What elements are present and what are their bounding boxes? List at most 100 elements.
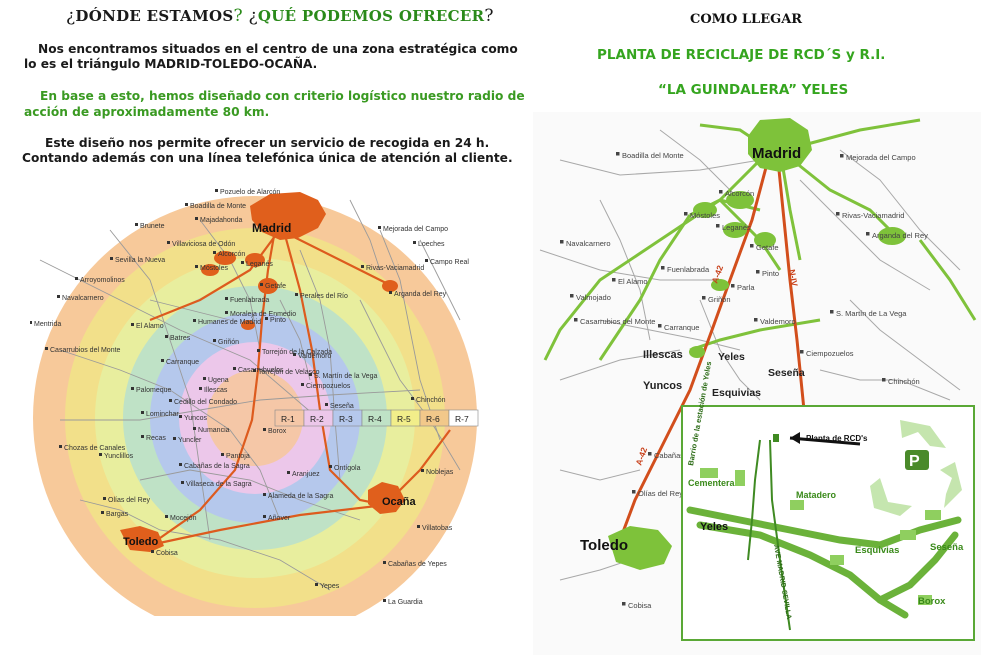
town-marker-alcorcon [719,190,723,194]
ring-1 [207,370,303,466]
town-marker-villatobas [417,525,420,528]
town-marker-cobisa [622,602,626,606]
right-heading: COMO LLEGAR [690,12,803,27]
town-marker-batres [165,335,168,338]
town-label-ugena: Ugena [208,377,229,384]
town-label-villaseca-de-la-sagra: Villaseca de la Sagra [186,481,252,488]
madrid-label: Madrid [252,221,291,235]
town-marker-carranque [658,324,662,328]
town-marker-pantoja [221,453,224,456]
heading-offer: QUÉ PODEMOS OFRECER [257,7,485,25]
town-marker-bargas [101,511,104,514]
town-marker-alcorcon [213,251,216,254]
yeles-label: Yeles [718,351,745,363]
town-label-leganes: Leganés [722,223,751,232]
town-marker-grinon [702,296,706,300]
para2-line1: En base a esto, hemos diseñado con crite… [40,89,525,103]
town-marker-moraleja-de-enmedio [225,311,228,314]
town-marker-yuncos [179,415,182,418]
town-label-moraleja-de-enmedio: Moraleja de Enmedio [230,311,296,318]
town-label-noblejas: Noblejas [426,469,454,476]
town-marker-chinchon [411,397,414,400]
ring-scale-label-7: R-7 [455,414,469,424]
town-label-recas: Recas [146,435,166,442]
town-label-boadilla-de-monte: Boadilla de Monte [190,203,246,210]
town-marker-cabanas-de-yepes [383,561,386,564]
town-marker-pinto [756,270,760,274]
town-label-pantoja: Pantoja [226,453,250,460]
town-marker-recas [141,435,144,438]
town-marker-olias-del-rey [103,497,106,500]
town-marker-numancia [193,427,196,430]
town-marker-illescas [199,387,202,390]
town-label-el-alamo: El Alamo [618,277,648,286]
town-label-loeches: Loeches [418,241,445,248]
town-label-cobisa: Cobisa [628,601,652,610]
heading-where: DÓNDE ESTAMOS [75,7,234,25]
town-label-sevilla-la-nueva: Sevilla la Nueva [115,257,165,264]
town-label-torrejon-de-la-calzada: Torrejón de la Calzada [262,349,332,356]
town-marker-yuncler [173,437,176,440]
q-open-1: ¿ [66,6,76,26]
town-marker-mostoles [684,212,688,216]
ring-scale-label-2: R-2 [310,414,324,424]
toledo-area [120,526,164,552]
town-label-humanes-de-madrid: Humanes de Madrid [198,319,261,326]
illescas-label: Illescas [643,349,683,361]
town-label-mejorada-del-campo: Mejorada del Campo [846,153,916,162]
ring-scale-label-4: R-4 [368,414,382,424]
town-label-olias-del-rey: Olías del Rey [108,497,151,504]
town-marker-valdemoro [293,353,296,356]
town-label-pinto: Pinto [762,269,779,278]
esquivias-label: Esquivias [712,387,761,399]
town-label-anover: Añover [268,515,291,522]
town-marker-chozas-de-canales [59,445,62,448]
town-marker-cabanas [648,452,652,456]
town-label-pinto: Pinto [270,317,286,324]
town-marker-fuenlabrada [225,297,228,300]
town-marker-mostoles [195,265,198,268]
town-label-s-martin-de-la-vega: S. Martín de La Vega [836,309,907,318]
town-label-ontigola: Ontígola [334,465,361,472]
town-marker-la-guardia [383,599,386,602]
ring-scale-label-1: R-1 [281,414,295,424]
town-label-cobisa: Cobisa [156,550,178,557]
ring-scale-label-6: R-6 [426,414,440,424]
town-label-boadilla-del-monte: Boadilla del Monte [622,151,684,160]
town-label-lominchar: Lominchar [146,411,179,418]
town-label-borox: Borox [268,428,287,435]
inset-map: P Barrio de la estación de Yeles Planta … [681,361,975,641]
q-close-2: ? [484,6,494,26]
town-marker-el-alamo [612,278,616,282]
town-marker-palomeque [131,387,134,390]
town-label-yuncler: Yuncler [178,437,202,444]
town-label-batres: Batres [170,335,191,342]
town-label-mocejon: Mocejón [170,515,197,522]
town-marker-casarrubios-del-monte [574,318,578,322]
town-marker-sevilla-la-nueva [110,257,113,260]
town-marker-rivas-vaciamadrid [361,265,364,268]
q-close-1: ? [233,6,243,26]
town-label-la-guardia: La Guardia [388,599,423,606]
town-marker-chinchon [882,378,886,382]
ring-scale-label-5: R-5 [397,414,411,424]
town-marker-grinon [213,339,216,342]
town-label-mejorada-del-campo: Mejorada del Campo [383,226,448,233]
town-label-grinon: Griñón [708,295,731,304]
plant-marker [773,434,779,442]
town-marker-ciempozuelos [301,383,304,386]
town-marker-brunete [135,223,138,226]
town-label-ciempozuelos: Ciempozuelos [306,383,351,390]
town-label-arganda-del-rey: Arganda del Rey [872,231,928,240]
urban-areas [120,192,405,552]
town-label-el-alamo: El Alamo [136,323,164,330]
town-label-alcorcon: Alcorcón [218,251,245,258]
town-marker-leganes [241,261,244,264]
madrid-label: Madrid [752,145,801,162]
town-marker-s-martin-de-la-vega [830,310,834,314]
town-marker-mejorada-del-campo [378,226,381,229]
town-marker-fuenlabrada [661,266,665,270]
town-marker-mejorada-del-campo [840,154,844,158]
sesena-label: Seseña [768,367,805,379]
